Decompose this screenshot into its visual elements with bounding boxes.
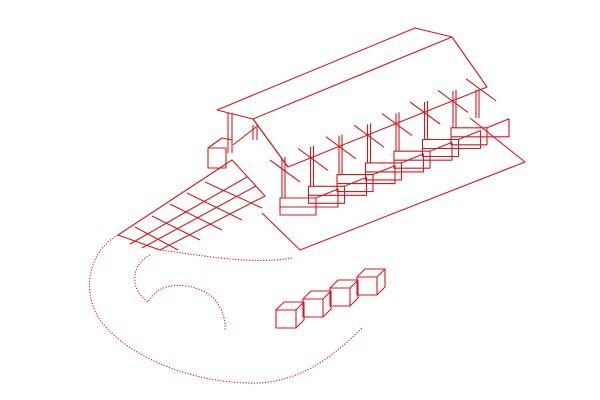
- post: [423, 101, 429, 140]
- bench: [336, 165, 396, 193]
- floor-line: [269, 159, 301, 183]
- benches: [279, 118, 510, 216]
- bench: [279, 188, 339, 216]
- bench: [307, 176, 368, 204]
- path-inner-curve: [159, 249, 293, 261]
- post: [309, 145, 315, 187]
- planter: [302, 290, 332, 318]
- platform-outline: [261, 117, 526, 251]
- gable-end: [207, 113, 289, 169]
- floor-line: [297, 147, 329, 171]
- roof: [216, 27, 488, 168]
- floor-line: [353, 124, 385, 148]
- floor-line: [325, 136, 357, 160]
- planter: [356, 268, 386, 296]
- post: [366, 123, 372, 163]
- floor-line: [465, 78, 497, 102]
- floor-line: [381, 113, 413, 137]
- floor-line: [437, 89, 469, 113]
- planters: [275, 268, 386, 329]
- post: [338, 134, 343, 175]
- bench: [421, 129, 482, 158]
- planter: [329, 279, 359, 307]
- path-outer-curve: [88, 234, 363, 384]
- path-inner-loop: [134, 254, 226, 331]
- bench: [450, 118, 510, 146]
- bench: [393, 141, 453, 169]
- ramp: [117, 159, 266, 251]
- post: [395, 112, 400, 152]
- post: [281, 157, 286, 198]
- planter: [275, 301, 305, 329]
- posts: [269, 78, 497, 198]
- post: [452, 89, 457, 128]
- post: [475, 90, 480, 118]
- bench: [364, 153, 425, 181]
- floor-line: [409, 101, 441, 125]
- line-group: [88, 27, 526, 384]
